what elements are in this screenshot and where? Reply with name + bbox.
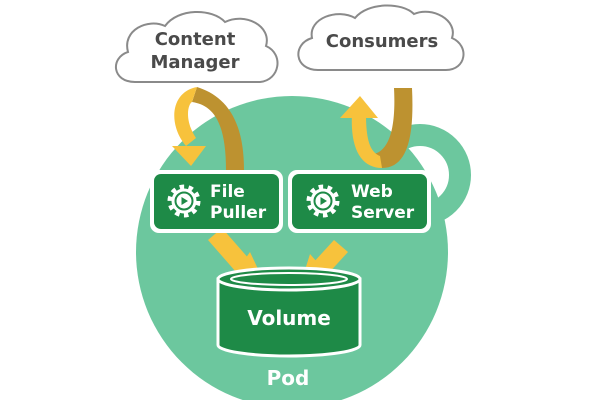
arrow-consumers-back (374, 88, 413, 168)
file-puller-label-line2: Puller (210, 203, 267, 223)
arrow-manager-back (192, 87, 244, 170)
arrow-manager-head (172, 146, 206, 166)
consumers-label: Consumers (326, 31, 438, 52)
file-puller-container: File Puller (150, 170, 283, 233)
file-puller-label-line1: File (210, 182, 245, 202)
web-server-label-line2: Server (351, 203, 415, 223)
pod-label: Pod (267, 366, 310, 390)
volume-label: Volume (247, 306, 331, 330)
web-server-container: Web Server (288, 170, 431, 233)
consumers-cloud (297, 4, 465, 71)
arrow-consumers-head (340, 96, 378, 118)
arrow-consumers-front (351, 114, 382, 168)
volume-cylinder: Volume (216, 266, 362, 358)
content-manager-cloud (114, 10, 279, 83)
arrow-manager-front (174, 87, 197, 146)
web-server-label-line1: Web (351, 182, 393, 202)
content-manager-label-line2: Manager (151, 52, 240, 73)
content-manager-label-line1: Content (155, 29, 236, 50)
